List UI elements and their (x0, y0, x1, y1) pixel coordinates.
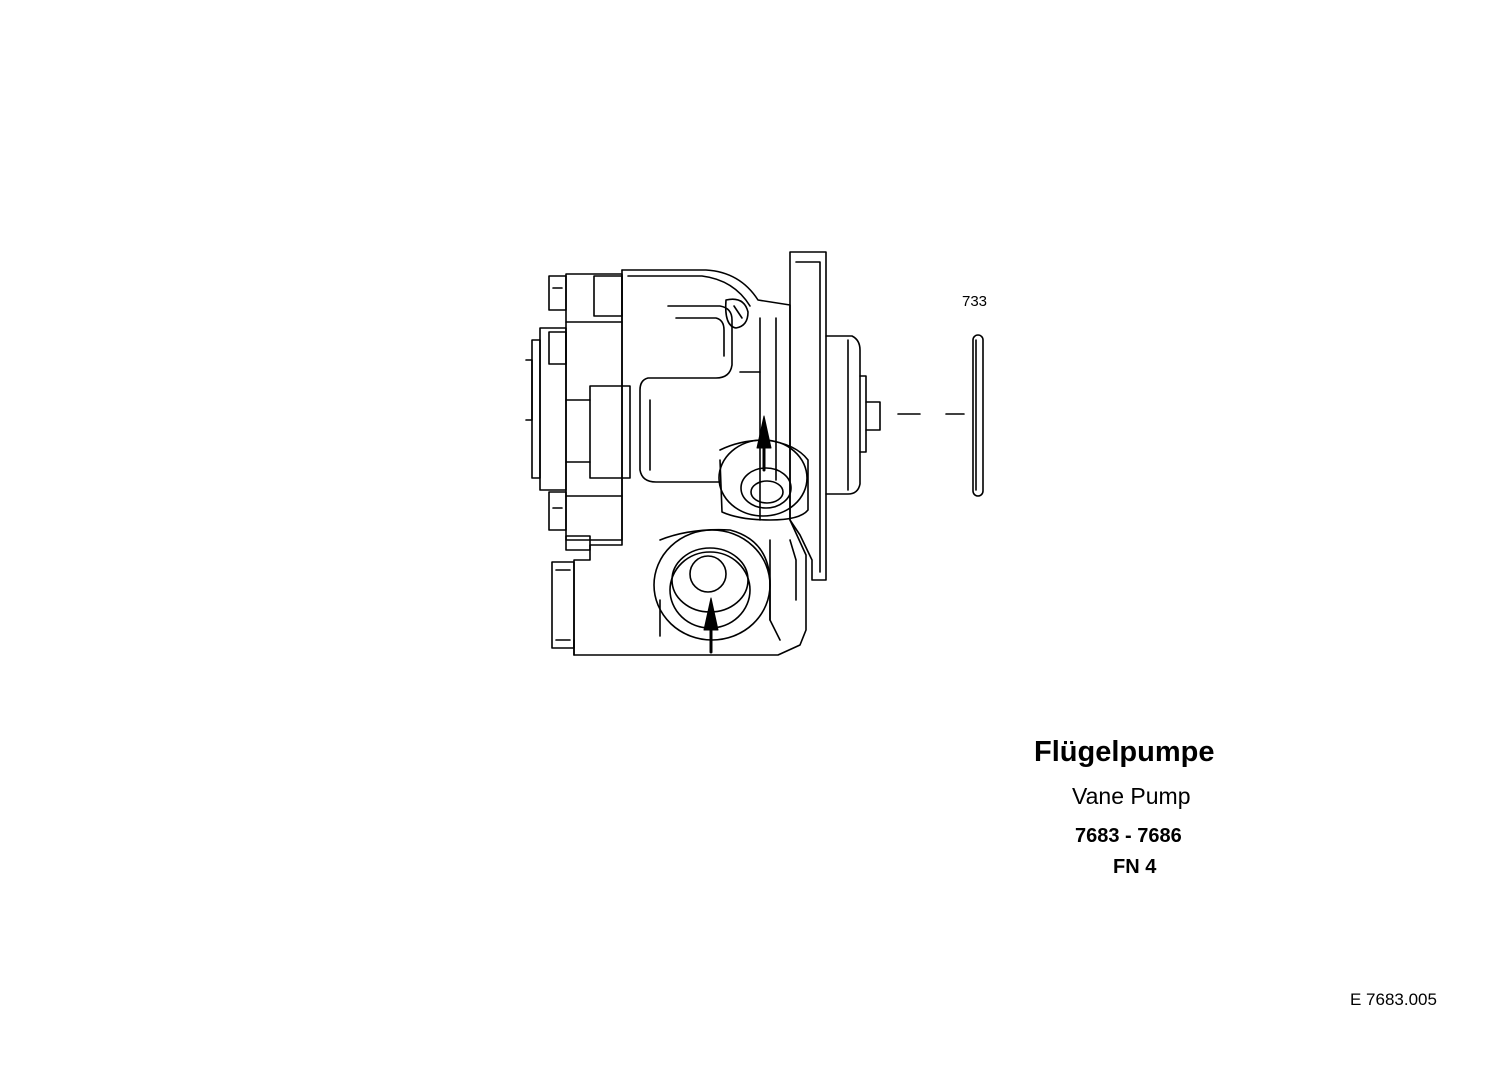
shaft-flange (826, 336, 880, 494)
front-cover (526, 274, 630, 648)
o-ring-733 (973, 335, 983, 496)
flow-arrow-up-icon (704, 598, 718, 652)
callout-733: 733 (962, 293, 988, 310)
flow-arrow-up-icon (757, 416, 771, 470)
pump-body (574, 252, 826, 655)
title-german: Flügelpumpe (1034, 736, 1215, 768)
drawing-id: E 7683.005 (1350, 990, 1437, 1009)
lower-port (654, 530, 770, 640)
model-range: 7683 - 7686 (1075, 825, 1182, 847)
fn-number: FN 4 (1113, 856, 1157, 878)
title-english: Vane Pump (1072, 783, 1191, 809)
